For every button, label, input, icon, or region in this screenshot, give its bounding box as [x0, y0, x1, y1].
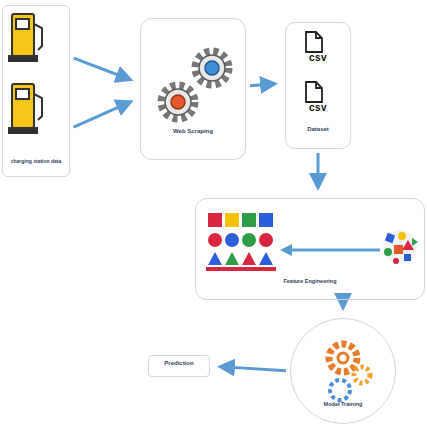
flow-arrow [74, 102, 131, 128]
node-label: charging station data [3, 158, 69, 164]
data-source-box: charging station data [2, 5, 70, 177]
flow-arrow [250, 84, 275, 86]
file-icon [306, 32, 322, 102]
process-box: Web Scraping [140, 18, 246, 160]
process-circle: Model Training [290, 318, 396, 424]
data-cluster-icon [383, 230, 418, 264]
fuel-pump-icon [9, 84, 42, 133]
node-label: Prediction [149, 360, 209, 366]
flow-arrow [74, 58, 131, 80]
node-label: Feature Engineering [196, 278, 424, 284]
gear-icon [161, 51, 229, 119]
feature-grid-icon [206, 213, 276, 271]
file-type-label: csv [286, 52, 350, 63]
file-type-label: csv [286, 102, 350, 113]
flow-arrow [220, 367, 286, 371]
node-label: Web Scraping [141, 128, 245, 134]
flow-arrow [342, 304, 345, 308]
fuel-pump-icon [9, 14, 42, 61]
gear-icon [329, 344, 370, 400]
process-box: Feature Engineering [195, 198, 425, 300]
flow-arrow [317, 153, 320, 188]
dataset-box: csv csvDataset [285, 22, 351, 149]
inner-arrow [280, 244, 380, 256]
output-box: Prediction [148, 355, 210, 377]
node-label: Model Training [291, 401, 395, 407]
node-label: Dataset [286, 126, 350, 132]
